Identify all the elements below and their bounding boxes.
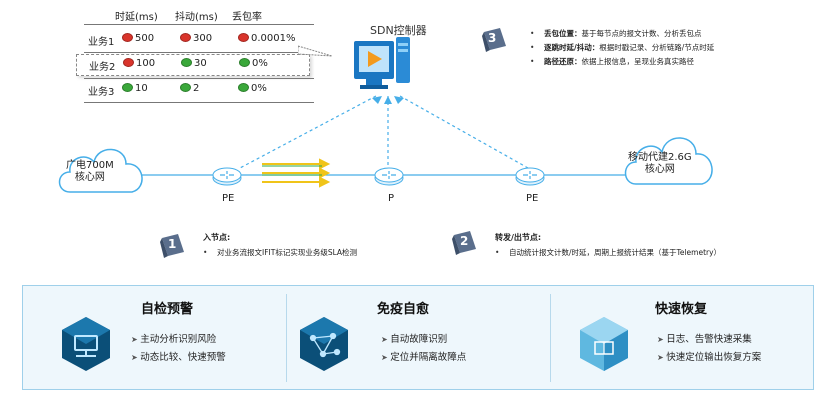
capability-section: 自检预警 主动分析识别风险 动态比较、快速预警 [23, 286, 285, 389]
capability-item: 日志、告警快速采集 [657, 331, 761, 349]
router-label: P [388, 193, 395, 204]
step-2-number: 2 [460, 234, 469, 248]
right-cloud-label: 移动代建2.6G 核心网 [628, 152, 692, 175]
loss-cell: 0% [239, 58, 268, 69]
table-rule [84, 24, 314, 25]
transit-title: 转发/出节点: [495, 233, 542, 242]
divider [550, 294, 551, 382]
red-status-dot-icon [238, 33, 249, 42]
jitter-cell: 300 [180, 33, 212, 44]
step-3-icon [482, 28, 506, 52]
capability-section: 免疫自愈 自动故障识别 定位并隔离故障点 [287, 286, 549, 389]
router-icon [374, 167, 404, 186]
red-status-dot-icon [123, 58, 134, 67]
transit-bullets: 自动统计报文计数/时延，周期上报统计结果（基于Telemetry） [495, 246, 721, 260]
header-loss: 丢包率 [232, 12, 262, 23]
capability-title: 自检预警 [141, 302, 194, 317]
header-jitter: 抖动(ms) [175, 12, 218, 23]
jitter-cell: 30 [181, 58, 207, 69]
green-status-dot-icon [122, 83, 133, 92]
capabilities-panel: 自检预警 主动分析识别风险 动态比较、快速预警 免疫自愈 自动故障识 [22, 285, 814, 390]
capability-items: 自动故障识别 定位并隔离故障点 [381, 331, 466, 367]
latency-cell: 10 [122, 83, 148, 94]
bullet-item: 对业务流报文IFIT标记实现业务级SLA检测 [203, 246, 357, 260]
cloud-icon [58, 148, 143, 193]
divider [286, 294, 287, 382]
latency-cell: 100 [123, 58, 155, 69]
bullet-item: 逐跳时延/抖动：根据时戳记录、分析链路/节点时延 [530, 41, 714, 55]
green-status-dot-icon [238, 83, 249, 92]
capability-section: 快速恢复 日志、告警快速采集 快速定位输出恢复方案 [551, 286, 813, 389]
capability-items: 日志、告警快速采集 快速定位输出恢复方案 [657, 331, 761, 367]
jitter-cell: 2 [180, 83, 199, 94]
green-status-dot-icon [239, 58, 250, 67]
capability-title: 快速恢复 [655, 302, 708, 317]
controller-title: SDN控制器 [370, 24, 427, 37]
table-row: 业务3 10 2 0% [60, 80, 305, 100]
left-cloud-label: 广电700M 核心网 [66, 160, 114, 183]
capability-items: 主动分析识别风险 动态比较、快速预警 [131, 331, 226, 367]
ingress-bullets: 对业务流报文IFIT标记实现业务级SLA检测 [203, 246, 357, 260]
step-1-number: 1 [168, 237, 177, 251]
router-label: PE [526, 193, 539, 204]
table-rule [84, 102, 314, 103]
callout-tail-icon [298, 45, 332, 57]
latency-cell: 500 [122, 33, 154, 44]
bullet-item: 路径还原：依据上报信息，呈现业务真实路径 [530, 55, 714, 69]
loss-cell: 0% [238, 83, 267, 94]
red-status-dot-icon [180, 33, 191, 42]
red-status-dot-icon [122, 33, 133, 42]
green-status-dot-icon [180, 83, 191, 92]
loss-cell: 0.0001% [238, 33, 296, 44]
controller-monitor-icon [354, 37, 410, 89]
table-rule [84, 52, 314, 53]
service-name: 业务1 [88, 37, 115, 48]
cube-recovery-icon [580, 317, 628, 371]
header-latency: 时延(ms) [115, 12, 158, 23]
cloud-icon [624, 137, 713, 185]
router-label: PE [222, 193, 235, 204]
step-2-icon [452, 231, 476, 255]
ingress-title: 入节点: [203, 233, 231, 242]
table-rule [84, 78, 314, 79]
capability-item: 自动故障识别 [381, 331, 466, 349]
step-1-icon [160, 234, 184, 258]
capability-title: 免疫自愈 [377, 302, 430, 317]
router-icon [515, 167, 545, 186]
router-icon [212, 167, 242, 186]
table-row-highlighted: 业务2 100 30 0% [76, 54, 310, 76]
step-3-number: 3 [488, 31, 497, 45]
service-name: 业务3 [88, 87, 115, 98]
service-name: 业务2 [89, 62, 116, 73]
capability-item: 快速定位输出恢复方案 [657, 349, 761, 367]
network-monitor-icon [62, 317, 110, 371]
bullet-item: 丢包位置：基于每节点的报文计数、分析丢包点 [530, 27, 714, 41]
capability-item: 动态比较、快速预警 [131, 349, 226, 367]
controller-bullets: 丢包位置：基于每节点的报文计数、分析丢包点 逐跳时延/抖动：根据时戳记录、分析链… [530, 27, 714, 69]
bullet-item: 自动统计报文计数/时延，周期上报统计结果（基于Telemetry） [495, 246, 721, 260]
table-row: 业务1 500 300 0.0001% [60, 30, 305, 50]
green-status-dot-icon [181, 58, 192, 67]
capability-item: 定位并隔离故障点 [381, 349, 466, 367]
mesh-network-icon [300, 317, 348, 371]
capability-item: 主动分析识别风险 [131, 331, 226, 349]
